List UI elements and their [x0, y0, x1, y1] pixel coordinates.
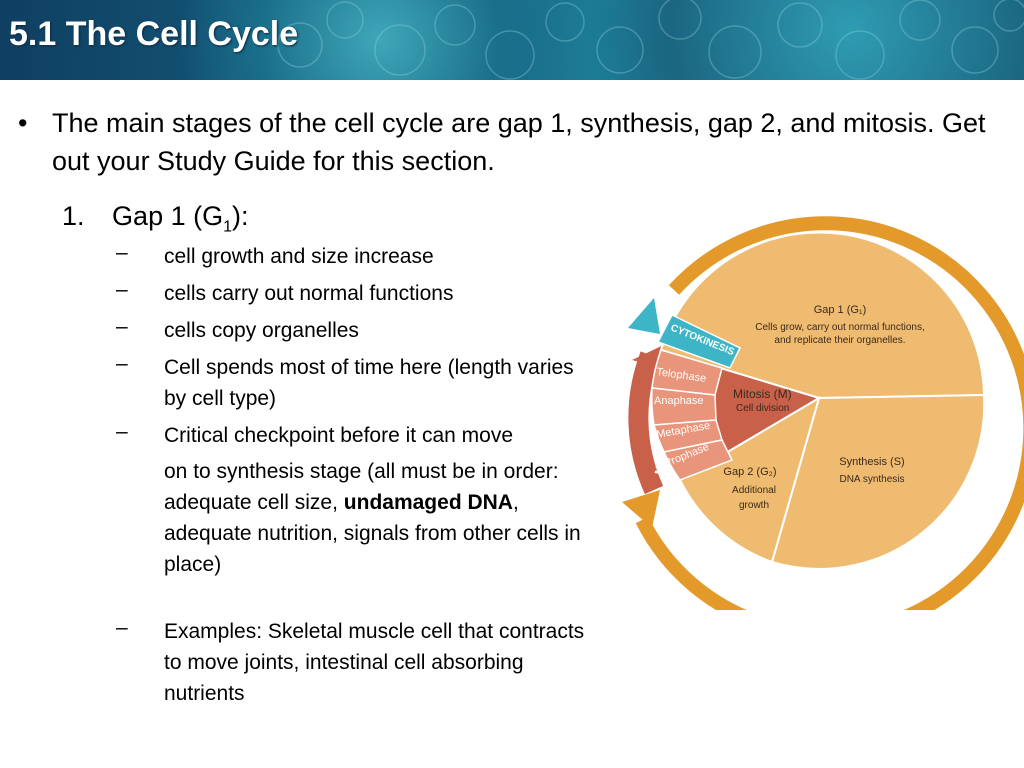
- checkpoint-text-end: , adequate nutrition, signals from other…: [164, 491, 581, 576]
- synthesis-sector: [770, 393, 986, 570]
- cell-cycle-diagram: INTERPHASE MITOSIS CYTOKINESIS Telophase…: [622, 195, 1024, 610]
- bullet-symbol: •: [18, 108, 28, 138]
- interphase-ring: [635, 216, 1024, 610]
- gap1-desc-line1: Cells grow, carry out normal functions,: [755, 322, 925, 333]
- gap2-sector: [678, 395, 821, 564]
- list-item: Critical checkpoint before it can move: [164, 424, 513, 447]
- gap2-desc-line1: Additional: [732, 485, 776, 496]
- title-bar: 5.1 The Cell Cycle: [0, 0, 1024, 80]
- prophase-band: [662, 439, 734, 481]
- interphase-arrowhead: [622, 490, 660, 528]
- slide-title: 5.1 The Cell Cycle: [9, 15, 299, 53]
- interphase-label: INTERPHASE: [769, 195, 867, 217]
- main-bullet-text: The main stages of the cell cycle are ga…: [52, 108, 986, 176]
- cell-texture-background: [277, 0, 1024, 80]
- dash-2: –: [116, 315, 128, 338]
- list-item: cells copy organelles: [164, 319, 359, 342]
- bold-term: undamaged DNA: [343, 491, 513, 514]
- gap1-desc-line2: and replicate their organelles.: [774, 335, 905, 346]
- dash-5: –: [116, 616, 128, 639]
- mitosis-desc: Cell division: [736, 403, 789, 414]
- gap1-sector: [659, 231, 986, 400]
- mitosis-arrow: [628, 351, 664, 495]
- mitosis-title: Mitosis (M): [733, 387, 792, 401]
- gap2-title: Gap 2 (G₂): [723, 466, 776, 478]
- dash-1: –: [116, 278, 128, 301]
- gap1-title: Gap 1 (G₁): [814, 304, 867, 316]
- checkpoint-text: on to synthesis stage (all must be in or…: [164, 460, 559, 514]
- phase-label: Anaphase: [654, 395, 704, 407]
- heading-suffix: ):: [232, 201, 249, 231]
- synthesis-desc: DNA synthesis: [839, 474, 904, 485]
- cytokinesis-arrowhead: [628, 298, 660, 334]
- heading-label: Gap 1 (G: [112, 201, 224, 231]
- synthesis-title: Synthesis (S): [839, 456, 904, 468]
- dash-0: –: [116, 241, 128, 264]
- list-item-continued: on to synthesis stage (all must be in or…: [164, 456, 584, 580]
- dash-3: –: [116, 352, 128, 375]
- cytokinesis-band: [656, 314, 742, 369]
- list-item: Cell spends most of time here (length va…: [164, 356, 574, 410]
- heading-subscript: 1: [223, 218, 232, 236]
- list-item: Examples: Skeletal muscle cell that cont…: [164, 620, 585, 705]
- gap2-desc-line2: growth: [739, 500, 769, 511]
- list-item: cell growth and size increase: [164, 245, 434, 268]
- dash-4: –: [116, 420, 128, 443]
- list-item: cells carry out normal functions: [164, 282, 454, 305]
- list-number: 1.: [62, 201, 85, 231]
- numbered-heading-gap1: 1. Gap 1 (G1):: [62, 199, 249, 244]
